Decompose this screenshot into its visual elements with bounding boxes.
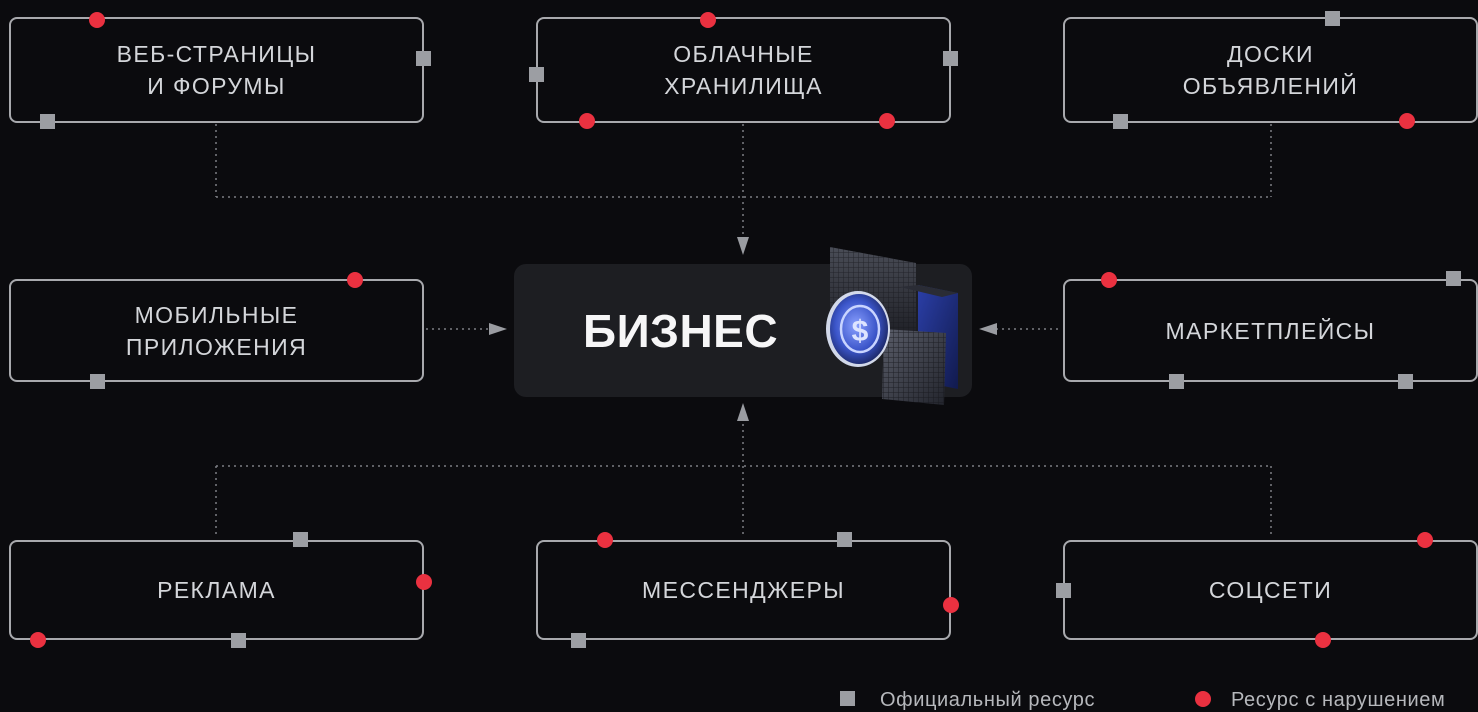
official-marker (293, 532, 308, 547)
violation-marker (1315, 632, 1331, 648)
node-ads: РЕКЛАМА (9, 540, 424, 640)
legend-circle-icon (1195, 691, 1211, 707)
violation-marker (1417, 532, 1433, 548)
official-marker (1325, 11, 1340, 26)
arrow-right-icon (489, 323, 507, 335)
node-social: СОЦСЕТИ (1063, 540, 1478, 640)
node-market-label: МАРКЕТПЛЕЙСЫ (1165, 317, 1376, 344)
dollar-coin-icon: $ (826, 247, 958, 405)
center-label: БИЗНЕС (583, 305, 779, 357)
node-cloud-label: ОБЛАЧНЫЕ ХРАНИЛИЩА (664, 41, 823, 99)
official-marker (1169, 374, 1184, 389)
violation-marker (30, 632, 46, 648)
node-messengers: МЕССЕНДЖЕРЫ (536, 540, 951, 640)
official-marker (1398, 374, 1413, 389)
violation-marker (1101, 272, 1117, 288)
violation-marker (347, 272, 363, 288)
official-marker (1446, 271, 1461, 286)
official-marker (40, 114, 55, 129)
official-marker (1056, 583, 1071, 598)
node-boards: ДОСКИ ОБЪЯВЛЕНИЙ (1063, 17, 1478, 123)
violation-marker (89, 12, 105, 28)
node-ads-label: РЕКЛАМА (157, 577, 276, 603)
node-messengers-label: МЕССЕНДЖЕРЫ (642, 577, 845, 603)
violation-marker (597, 532, 613, 548)
legend-square-icon (840, 691, 855, 706)
node-boards-label: ДОСКИ ОБЪЯВЛЕНИЙ (1182, 41, 1359, 99)
violation-marker (700, 12, 716, 28)
legend-official-label: Официальный ресурс (880, 689, 1096, 711)
node-market: МАРКЕТПЛЕЙСЫ (1063, 279, 1478, 382)
legend-violation-label: Ресурс с нарушением (1231, 689, 1446, 711)
node-web-label: ВЕБ-СТРАНИЦЫ И ФОРУМЫ (116, 41, 317, 99)
arrow-down-icon (737, 237, 749, 255)
node-mobile-label: МОБИЛЬНЫЕ ПРИЛОЖЕНИЯ (125, 301, 308, 360)
official-marker (90, 374, 105, 389)
official-marker (416, 51, 431, 66)
official-marker (943, 51, 958, 66)
official-marker (231, 633, 246, 648)
violation-marker (943, 597, 959, 613)
violation-marker (1399, 113, 1415, 129)
official-marker (529, 67, 544, 82)
violation-marker (579, 113, 595, 129)
arrow-up-icon (737, 403, 749, 421)
arrow-left-icon (979, 323, 997, 335)
node-mobile: МОБИЛЬНЫЕ ПРИЛОЖЕНИЯ (9, 279, 424, 382)
svg-text:$: $ (852, 315, 869, 348)
violation-marker (879, 113, 895, 129)
official-marker (837, 532, 852, 547)
node-cloud: ОБЛАЧНЫЕ ХРАНИЛИЩА (536, 17, 951, 123)
official-marker (571, 633, 586, 648)
node-social-label: СОЦСЕТИ (1208, 577, 1333, 603)
node-web: ВЕБ-СТРАНИЦЫ И ФОРУМЫ (9, 17, 424, 123)
violation-marker (416, 574, 432, 590)
official-marker (1113, 114, 1128, 129)
